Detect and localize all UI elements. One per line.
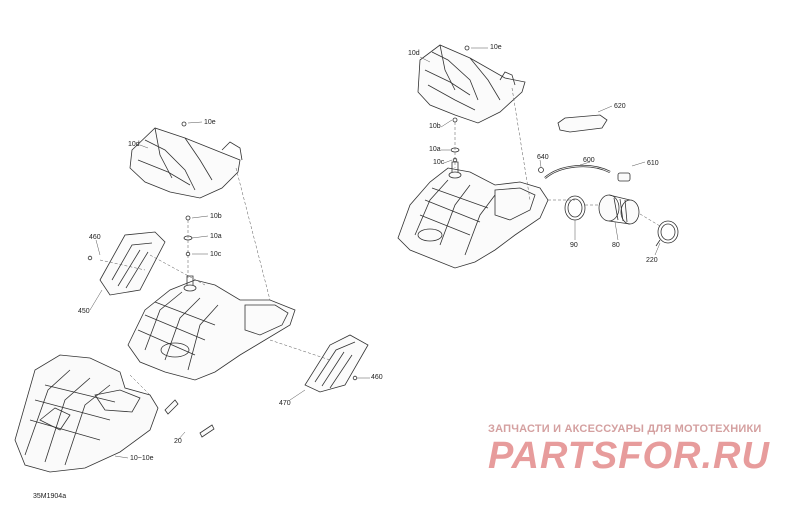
callout-10d-right: 10d [408, 50, 420, 57]
callout-600: 600 [583, 157, 595, 164]
callout-220: 220 [646, 257, 658, 264]
filter-80-part [599, 195, 639, 224]
watermark-logo: PARTSFOR.RU [488, 435, 770, 477]
callout-10-10e: 10~10e [130, 455, 154, 462]
fastener-20-part [165, 400, 214, 437]
callout-10a-right: 10a [429, 146, 441, 153]
callout-610: 610 [647, 160, 659, 167]
callout-10c-right: 10c [433, 159, 445, 166]
clamp-220-part [656, 221, 678, 246]
callout-450: 450 [78, 308, 90, 315]
callout-640: 640 [537, 154, 549, 161]
callout-460-left: 460 [89, 234, 101, 241]
hose-620-part [558, 115, 607, 132]
lower-shell-part [15, 355, 158, 472]
clamp-90-part [565, 196, 585, 220]
callout-10b-right: 10b [429, 123, 441, 130]
callout-470: 470 [279, 400, 291, 407]
callout-10d-left: 10d [128, 141, 140, 148]
right-side-panel-470-part [305, 335, 368, 392]
connector-610-part [618, 173, 630, 181]
callout-10e-right: 10e [490, 44, 502, 51]
callout-10b-left: 10b [210, 213, 222, 220]
watermark-tagline: ЗАПЧАСТИ И АКСЕССУАРЫ ДЛЯ МОТОТЕХНИКИ [488, 423, 762, 435]
left-cover-part [130, 128, 242, 198]
callout-90: 90 [570, 242, 578, 249]
callout-20: 20 [174, 438, 182, 445]
callout-10e-left: 10e [204, 119, 216, 126]
callout-10a-left: 10a [210, 233, 222, 240]
figure-code: 35M1904a [33, 493, 67, 500]
right-airbox-body-part [398, 162, 548, 268]
upper-right-cover-part [418, 45, 525, 123]
main-airbox-body-part [128, 276, 295, 380]
callout-460-right: 460 [371, 374, 383, 381]
callout-10c-left: 10c [210, 251, 222, 258]
leader-lines [90, 48, 660, 458]
left-side-panel-450-part [100, 232, 165, 295]
callout-80: 80 [612, 242, 620, 249]
callout-620: 620 [614, 103, 626, 110]
